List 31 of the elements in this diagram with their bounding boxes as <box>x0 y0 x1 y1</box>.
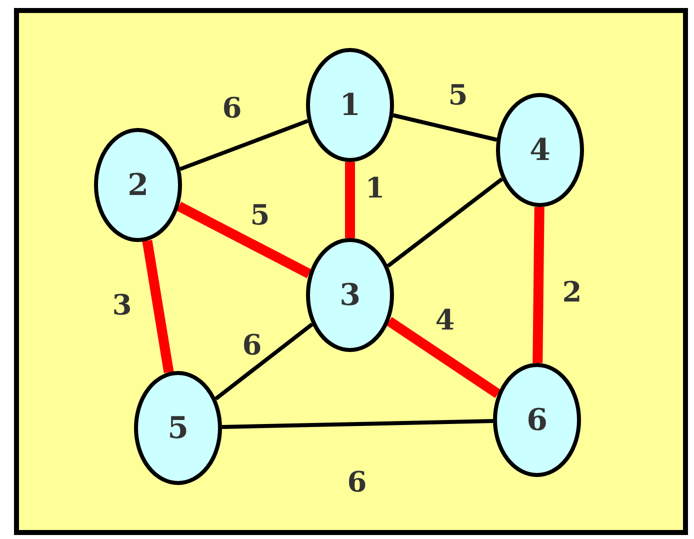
node-number: 6 <box>526 402 548 438</box>
edge-label: 5 <box>448 78 468 112</box>
graph-node <box>493 363 581 477</box>
node-number: 3 <box>340 278 360 312</box>
graph-node <box>496 93 584 207</box>
node-number: 1 <box>340 88 360 122</box>
graph-node <box>306 238 394 352</box>
edge-line <box>222 418 494 430</box>
node-number: 2 <box>128 168 148 202</box>
node-number: 5 <box>168 410 188 446</box>
highlighted-edge <box>176 202 312 278</box>
node-number: 4 <box>530 132 550 168</box>
edge-line <box>392 113 498 142</box>
edge-label: 6 <box>222 92 242 124</box>
graph-node <box>94 128 182 242</box>
graph-node <box>134 371 222 485</box>
edge-label: 6 <box>347 466 367 498</box>
edge-label: 2 <box>562 276 582 308</box>
highlighted-edge <box>142 240 174 374</box>
edge-label: 3 <box>112 288 132 322</box>
edge-line <box>180 119 308 171</box>
highlighted-edge <box>386 316 501 398</box>
graph-node <box>306 48 394 162</box>
edge-line <box>214 322 314 400</box>
highlighted-edge <box>532 206 544 364</box>
edge-label: 5 <box>250 198 270 232</box>
highlighted-edge <box>345 162 355 238</box>
edge-label: 6 <box>242 328 262 362</box>
edge-label: 1 <box>365 172 385 204</box>
edge-label: 4 <box>435 304 455 336</box>
edge-line <box>386 177 504 268</box>
